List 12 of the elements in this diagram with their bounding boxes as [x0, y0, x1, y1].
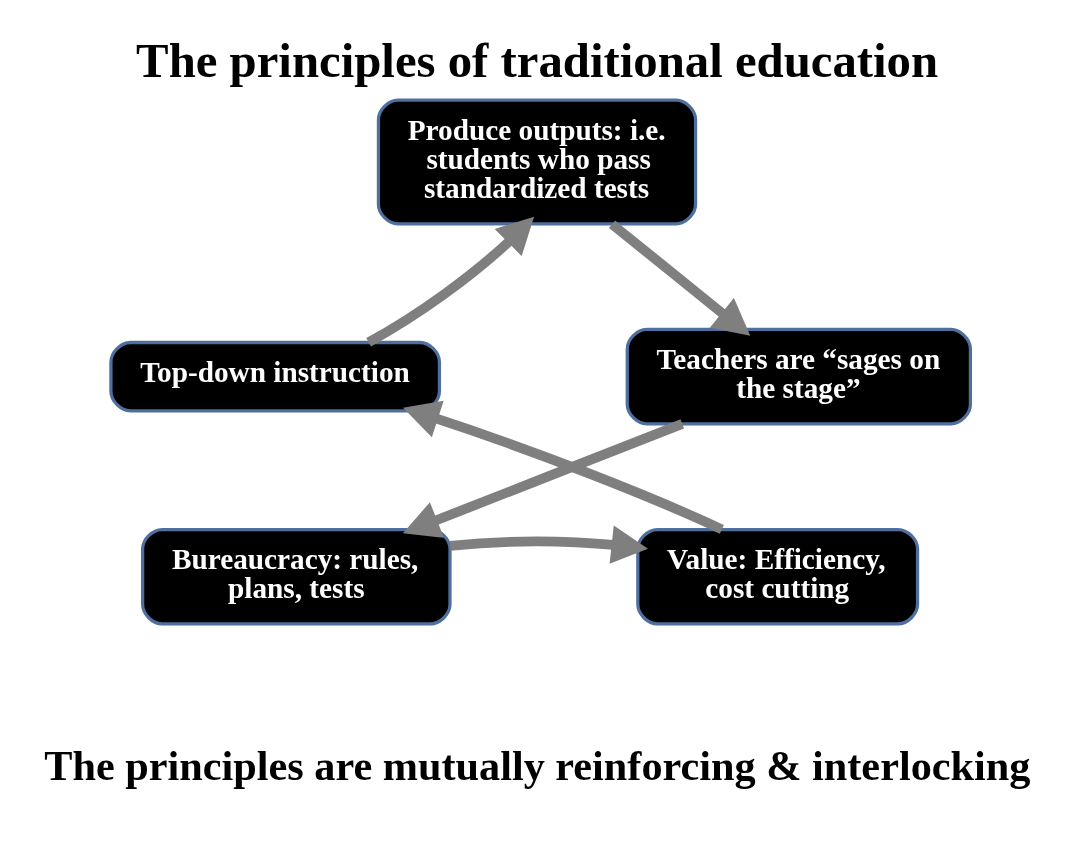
- node-box: Bureaucracy: rules, plans, tests: [141, 527, 452, 626]
- node-box: Value: Efficiency, cost cutting: [636, 527, 920, 626]
- node-box: Top-down instruction: [109, 340, 442, 413]
- caption: The principles are mutually reinforcing & interlocking: [44, 741, 1031, 789]
- arrow: [402, 419, 685, 538]
- node-box: Teachers are “sages on the stage”: [625, 327, 973, 426]
- arrow: [403, 400, 724, 534]
- node-box: Produce outputs: i.e. students who pass standardized tests: [376, 98, 698, 226]
- arrow: [366, 216, 535, 347]
- arrow: [608, 220, 751, 336]
- arrow: [449, 525, 648, 564]
- diagram-title: The principles of traditional education: [136, 34, 939, 89]
